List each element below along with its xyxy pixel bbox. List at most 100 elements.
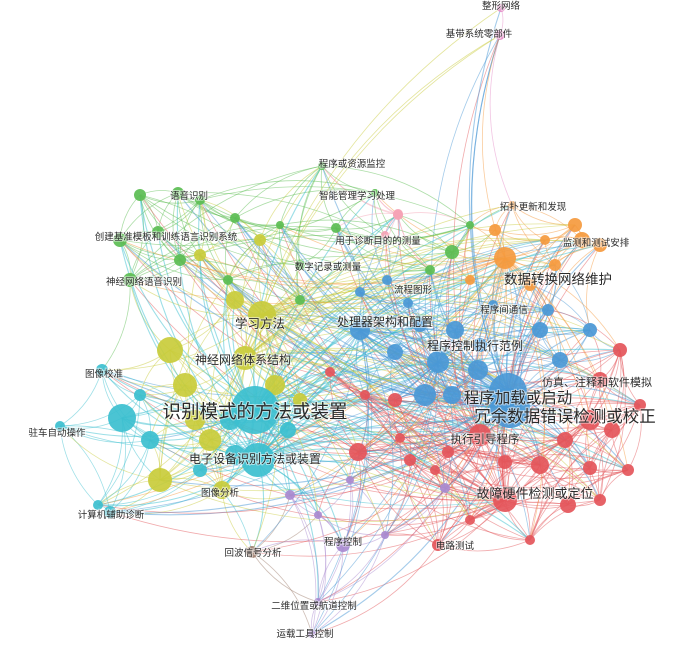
network-node-n2[interactable] [490, 388, 530, 428]
network-node[interactable] [443, 386, 461, 404]
network-node-n10[interactable] [427, 351, 449, 373]
network-node[interactable] [113, 233, 127, 247]
network-node-n24[interactable] [382, 275, 392, 285]
network-node[interactable] [430, 465, 440, 475]
network-node[interactable] [413, 318, 427, 332]
network-node[interactable] [148, 468, 172, 492]
network-node[interactable] [134, 389, 146, 401]
network-node[interactable] [280, 422, 296, 438]
network-node[interactable] [445, 245, 459, 259]
network-node-n12[interactable] [592, 372, 608, 388]
network-node[interactable] [193, 463, 207, 477]
network-node-n16[interactable] [96, 364, 108, 376]
network-node[interactable] [134, 189, 146, 201]
network-node-n4[interactable] [494, 247, 516, 269]
network-node[interactable] [254, 234, 266, 246]
network-node[interactable] [540, 235, 550, 245]
network-node-n29[interactable] [497, 4, 505, 12]
network-node-n6[interactable] [233, 346, 257, 370]
network-node[interactable] [594, 494, 606, 506]
network-node[interactable] [604, 422, 620, 438]
network-node[interactable] [498, 455, 512, 469]
network-node[interactable] [580, 410, 600, 430]
network-node[interactable] [465, 515, 475, 525]
network-node[interactable] [531, 456, 549, 474]
network-node[interactable] [393, 210, 403, 220]
network-node[interactable] [622, 464, 634, 476]
network-node-n33[interactable] [314, 598, 322, 606]
network-node[interactable] [557, 432, 573, 448]
network-node[interactable] [388, 393, 402, 407]
network-node[interactable] [185, 410, 205, 430]
network-node[interactable] [593, 238, 607, 252]
network-node-n32[interactable] [246, 546, 258, 558]
network-node[interactable] [355, 287, 365, 297]
network-node[interactable] [549, 259, 561, 271]
network-node-n28[interactable] [495, 30, 505, 40]
network-node[interactable] [425, 265, 435, 275]
network-node[interactable] [230, 213, 240, 223]
network-node[interactable] [157, 337, 183, 363]
network-node[interactable] [525, 535, 535, 545]
network-node[interactable] [634, 399, 646, 411]
network-node-n18[interactable] [152, 226, 164, 238]
network-node[interactable] [194, 249, 206, 261]
network-node-n25[interactable] [488, 300, 498, 310]
network-node[interactable] [314, 511, 322, 519]
network-node[interactable] [489, 224, 501, 236]
network-node[interactable] [293, 393, 307, 407]
network-node[interactable] [331, 223, 341, 233]
network-node[interactable] [532, 322, 548, 338]
network-node[interactable] [583, 323, 597, 337]
network-node[interactable] [403, 298, 413, 308]
network-node-n11[interactable] [469, 424, 491, 446]
network-node[interactable] [440, 483, 450, 493]
network-node[interactable] [349, 443, 367, 461]
network-node[interactable] [173, 373, 197, 397]
network-node-n1[interactable] [231, 386, 279, 434]
network-node[interactable] [199, 429, 221, 451]
network-node[interactable] [446, 321, 464, 339]
network-node[interactable] [542, 304, 554, 316]
network-node[interactable] [195, 195, 205, 205]
network-node-n26[interactable] [508, 201, 516, 209]
network-node[interactable] [285, 490, 295, 500]
network-node-n8[interactable] [493, 488, 517, 512]
network-node[interactable] [225, 445, 245, 465]
network-node-n13[interactable] [213, 481, 231, 499]
network-node[interactable] [223, 275, 233, 285]
network-node[interactable] [442, 446, 454, 458]
network-node-n34[interactable] [308, 630, 316, 638]
network-node-n19[interactable] [123, 273, 137, 287]
network-node-n14[interactable] [104, 506, 116, 518]
network-node[interactable] [360, 390, 370, 400]
network-node[interactable] [141, 431, 159, 449]
network-node[interactable] [560, 497, 576, 513]
network-node[interactable] [465, 275, 475, 285]
network-node[interactable] [466, 221, 474, 229]
network-node[interactable] [473, 338, 487, 352]
network-node-n30[interactable] [432, 539, 444, 551]
network-node-n5[interactable] [248, 301, 276, 329]
network-node-n7[interactable] [241, 443, 275, 477]
network-node[interactable] [93, 500, 103, 510]
network-node-n27[interactable] [574, 232, 590, 248]
network-node-n23[interactable] [295, 260, 305, 270]
network-node[interactable] [174, 254, 186, 266]
network-node[interactable] [414, 384, 436, 406]
network-node-n20[interactable] [318, 162, 326, 170]
network-node-n15[interactable] [55, 421, 65, 431]
network-node[interactable] [395, 433, 405, 443]
network-node[interactable] [613, 343, 627, 357]
network-node[interactable] [265, 375, 285, 395]
network-node-n21[interactable] [371, 189, 379, 197]
network-node[interactable] [108, 404, 136, 432]
network-node[interactable] [387, 344, 403, 360]
network-node[interactable] [381, 531, 389, 539]
network-node[interactable] [552, 352, 568, 368]
network-node[interactable] [583, 461, 597, 475]
network-node[interactable] [404, 454, 416, 466]
network-node-n9[interactable] [350, 320, 370, 340]
network-node[interactable] [276, 221, 284, 229]
network-node[interactable] [295, 295, 305, 305]
